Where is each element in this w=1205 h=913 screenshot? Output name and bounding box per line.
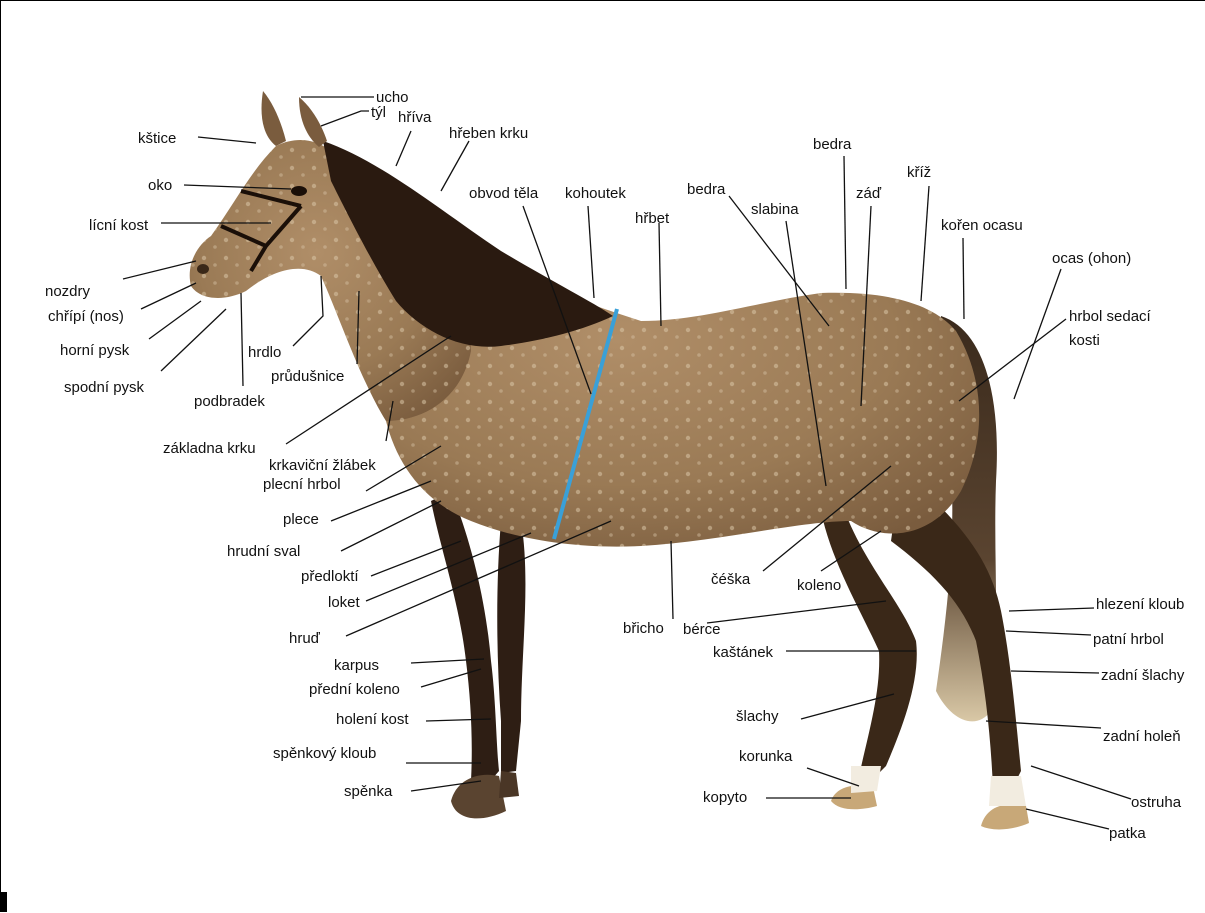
label-krkavicni-zlabek: krkaviční žlábek (269, 457, 376, 474)
label-plece: plece (283, 511, 319, 528)
label-licni-kost: lícní kost (89, 217, 149, 234)
label-zadni-holen: zadní holeň (1103, 728, 1181, 745)
label-plecni-hrbol: plecní hrbol (263, 476, 341, 493)
label-tyl: týl (371, 104, 386, 121)
label-hrudni-sval: hrudní sval (227, 543, 300, 560)
label-predni-koleno: přední koleno (309, 681, 400, 698)
label-bricho: břicho (623, 620, 664, 637)
label-zakladna-krku: základna krku (163, 440, 256, 457)
label-kohoutek: kohoutek (565, 185, 626, 202)
label-nozdry: nozdry (45, 283, 91, 300)
label-loket: loket (328, 594, 361, 611)
label-patni-hrbol: patní hrbol (1093, 631, 1164, 648)
label-cecka: čéška (711, 571, 751, 588)
label-holeni-kost: holení kost (336, 711, 409, 728)
label-prudusnice: průdušnice (271, 368, 344, 385)
label-spenkovy-kloub: spěnkový kloub (273, 745, 376, 762)
label-slabina: slabina (751, 201, 799, 218)
frame-corner-mark (1, 892, 7, 912)
label-oko: oko (148, 177, 172, 194)
label-patka: patka (1109, 825, 1146, 842)
label-slachy: šlachy (736, 708, 779, 725)
label-hrbol-sedaci: hrbol sedací (1069, 308, 1152, 325)
label-kriz: kříž (907, 164, 931, 181)
label-predlokti: předloktí (301, 568, 359, 585)
label-hrbet: hřbet (635, 210, 670, 227)
label-kopyto: kopyto (703, 789, 747, 806)
label-podbradek: podbradek (194, 393, 265, 410)
label-berce: bérce (683, 621, 721, 638)
label-zad: záď (856, 185, 882, 202)
label-hrdlo: hrdlo (248, 344, 281, 361)
label-koleno: koleno (797, 577, 841, 594)
label-korunka: korunka (739, 748, 793, 765)
label-hlezeni-kloub: hlezení kloub (1096, 596, 1184, 613)
label-chripi: chřípí (nos) (48, 308, 124, 325)
label-hriva: hříva (398, 109, 432, 126)
label-karpus: karpus (334, 657, 379, 674)
label-koren-ocasu: kořen ocasu (941, 217, 1023, 234)
label-kosti: kosti (1069, 332, 1100, 349)
label-kstice: kštice (138, 130, 176, 147)
label-ocas: ocas (ohon) (1052, 250, 1131, 267)
label-zadni-slachy: zadní šlachy (1101, 667, 1185, 684)
label-hreben-krku: hřeben krku (449, 125, 528, 142)
label-bedra-top: bedra (813, 136, 852, 153)
label-ostruha: ostruha (1131, 794, 1182, 811)
label-bedra-left: bedra (687, 181, 726, 198)
label-obvod-tela: obvod těla (469, 185, 539, 202)
label-spenka: spěnka (344, 783, 393, 800)
label-hrud: hruď (289, 630, 321, 647)
label-horni-pysk: horní pysk (60, 342, 130, 359)
label-kastanek: kaštánek (713, 644, 774, 661)
label-spodni-pysk: spodní pysk (64, 379, 145, 396)
